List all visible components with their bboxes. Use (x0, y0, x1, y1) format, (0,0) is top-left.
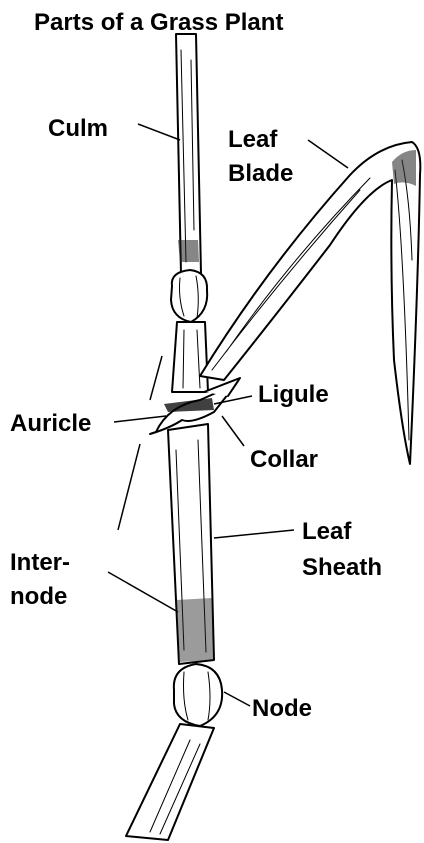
diagram-title: Parts of a Grass Plant (34, 9, 283, 36)
culm-leader (138, 124, 180, 140)
label-leaf-blade-line1: Leaf (228, 126, 278, 153)
leaf-blade (200, 142, 420, 464)
label-node: Node (252, 695, 312, 722)
label-leaf-blade-line2: Blade (228, 160, 293, 187)
upper-culm (176, 34, 201, 274)
label-internode-line2: node (10, 583, 67, 610)
leaf-blade-leader (308, 140, 348, 168)
node-leader (224, 692, 250, 706)
upper-internode (172, 322, 208, 392)
collar-leader (222, 416, 244, 446)
lower-node (174, 664, 222, 726)
label-internode-line1: Inter- (10, 549, 70, 576)
leader-lines (108, 124, 348, 706)
internode-leader (108, 572, 178, 612)
internode-bracket (118, 444, 140, 530)
auricle-leader (150, 356, 162, 400)
label-collar: Collar (250, 446, 318, 473)
upper-node (171, 270, 207, 322)
label-ligule: Ligule (258, 381, 329, 408)
label-leaf-sheath-line1: Leaf (302, 518, 352, 545)
auricle-leader-2 (114, 416, 166, 422)
label-leaf-sheath-line2: Sheath (302, 554, 382, 581)
label-culm: Culm (48, 115, 108, 142)
lower-stem (126, 724, 214, 840)
label-auricle: Auricle (10, 410, 91, 437)
leaf-sheath-leader (214, 530, 294, 538)
